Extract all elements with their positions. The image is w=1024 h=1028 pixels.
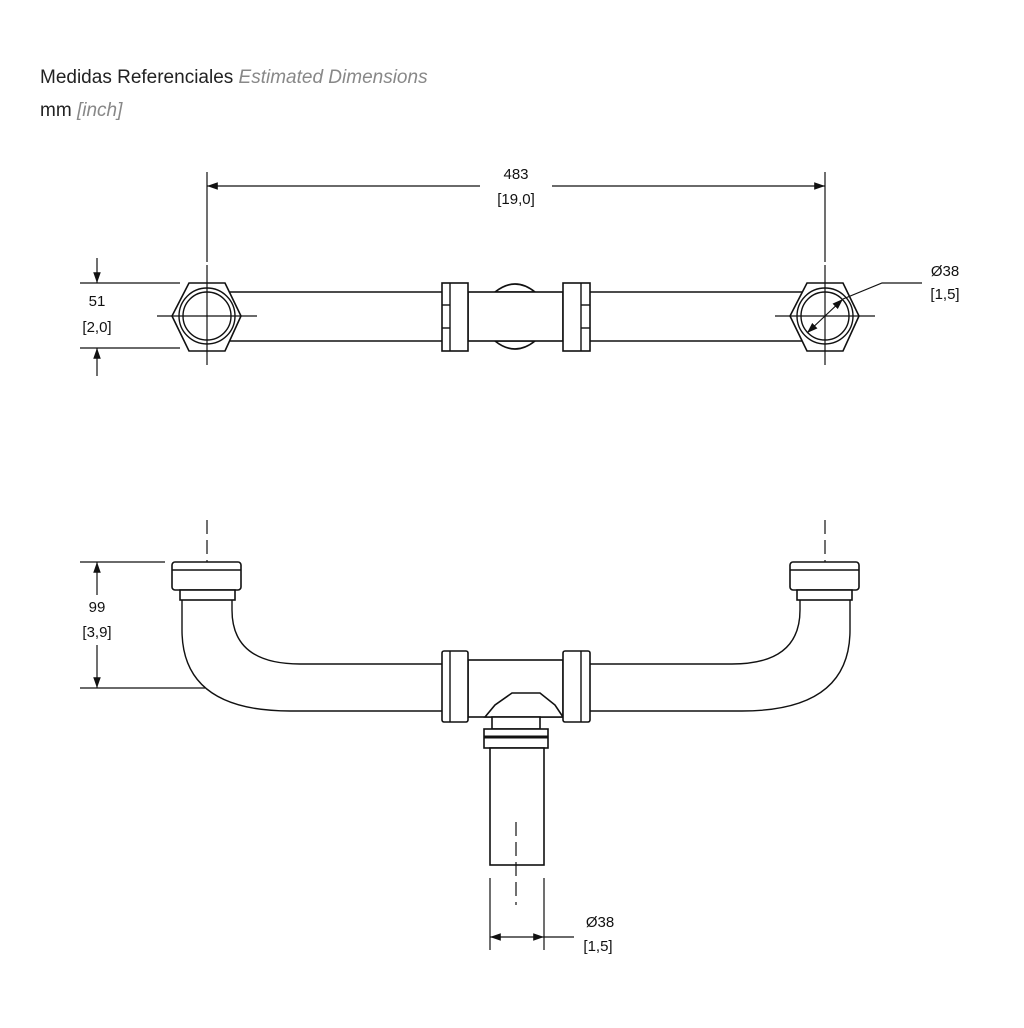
coupling-nut-left [441, 282, 469, 352]
title-english: Estimated Dimensions [238, 67, 428, 88]
width-mm: 483 [503, 166, 528, 183]
outlet-diameter-mm: Ø38 [586, 914, 614, 931]
inlet-nut-left [171, 561, 242, 601]
height-mm: 99 [89, 599, 106, 616]
unit-inch: [inch] [76, 100, 123, 121]
width-dimension: 483 [19,0] [206, 166, 826, 262]
depth-dimension: 51 [2,0] [80, 258, 180, 376]
tee-body [467, 291, 564, 342]
inlet-left [157, 265, 257, 365]
tailpiece-pipe [489, 747, 545, 866]
units-line: mm [inch] [40, 100, 122, 122]
coupling-nut-left-front [441, 650, 469, 723]
inlet-diameter-dimension: Ø38 [1,5] [806, 263, 960, 334]
tee-outlet-top [492, 283, 538, 293]
depth-mm: 51 [89, 293, 106, 310]
unit-mm: mm [40, 100, 72, 121]
title-spanish: Medidas Referenciales [40, 67, 234, 88]
height-dimension: 99 [3,9] [80, 561, 205, 689]
width-inch: [19,0] [497, 191, 535, 208]
depth-inch: [2,0] [82, 319, 111, 336]
height-inch: [3,9] [82, 624, 111, 641]
front-view [171, 520, 860, 905]
inlet-diameter-mm: Ø38 [931, 263, 959, 280]
inlet-right [775, 265, 875, 365]
inlet-diameter-inch: [1,5] [930, 286, 959, 303]
outlet-diameter-inch: [1,5] [583, 938, 612, 955]
top-view [157, 265, 875, 365]
outlet-diameter-dimension: Ø38 [1,5] [489, 878, 614, 955]
tee-outlet-bottom [492, 340, 538, 350]
title-line: Medidas Referenciales Estimated Dimensio… [40, 67, 428, 89]
coupling-nut-right-front [562, 650, 591, 723]
coupling-nut-right [562, 282, 591, 352]
inlet-nut-right [789, 561, 860, 601]
